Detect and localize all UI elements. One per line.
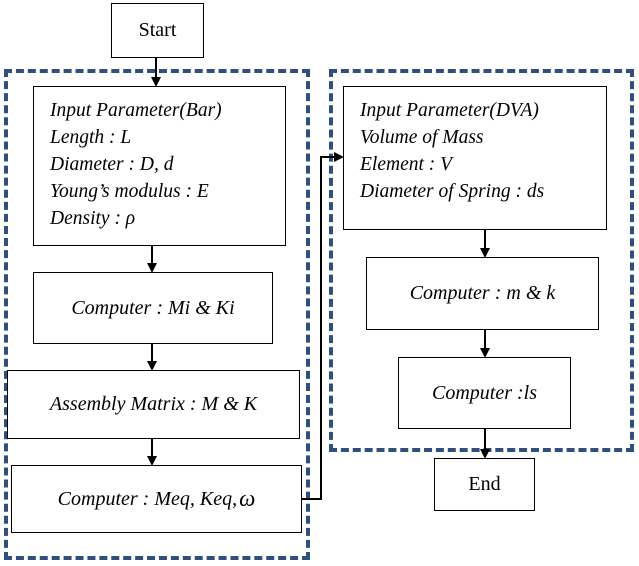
bar-input-title: Input Parameter(Bar) (50, 100, 222, 121)
compute-mi-ki-label: Computer : Mi & Ki (71, 296, 235, 319)
compute-meq-keq-label: Computer : Meq, Keq, (57, 487, 238, 510)
assembly-matrix-box: Assembly Matrix : M & K (7, 370, 300, 439)
compute-ls-box: Computer :ls (398, 357, 571, 429)
compute-mi-ki-box: Computer : Mi & Ki (33, 272, 273, 344)
dva-input-element: Element : V (360, 154, 453, 175)
dva-input-parameter-box: Input Parameter(DVA) Volume of Mass Elem… (343, 86, 607, 230)
dva-input-title: Input Parameter(DVA) (360, 100, 539, 121)
bar-input-parameter-box: Input Parameter(Bar) Length : L Diameter… (33, 86, 286, 246)
compute-m-k-label: Computer : m & k (409, 282, 556, 304)
dva-input-volume-of-mass: Volume of Mass (360, 127, 484, 148)
compute-ls-label: Computer :ls (432, 381, 537, 404)
start-box: Start (111, 3, 204, 58)
start-label: Start (138, 19, 177, 41)
compute-meq-keq-box: Computer : Meq, Keq,ω (11, 465, 302, 533)
end-label: End (468, 473, 501, 495)
assembly-matrix-label: Assembly Matrix : M & K (49, 393, 258, 415)
bar-input-diameter: Diameter : D, d (50, 154, 174, 175)
bar-input-density: Density : ρ (50, 208, 136, 229)
end-box: End (434, 458, 535, 511)
bar-input-length: Length : L (50, 127, 132, 148)
dva-input-diameter-of-spring: Diameter of Spring : ds (360, 181, 545, 202)
compute-m-k-box: Computer : m & k (366, 257, 599, 330)
arrow-computeeq-to-dva-input (302, 152, 344, 500)
bar-input-youngs-modulus: Young’s modulus : E (50, 181, 209, 202)
omega-symbol: ω (239, 486, 256, 511)
